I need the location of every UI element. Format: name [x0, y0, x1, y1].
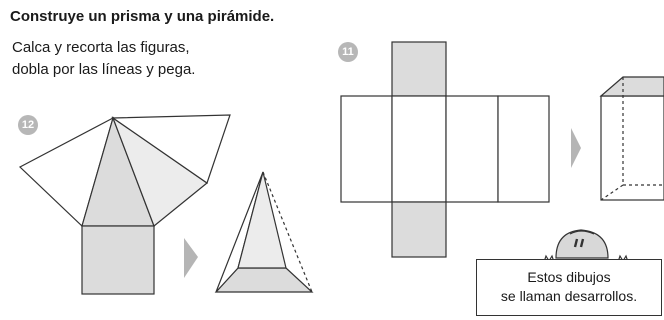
page-title: Construye un prisma y una pirámide. [10, 8, 275, 25]
prism-net-top-face [391, 41, 447, 97]
prism-net-side-2 [391, 95, 447, 203]
pyramid-solid-front-face [237, 171, 287, 269]
prism-solid-hidden-edge [600, 184, 624, 201]
character-hair [569, 230, 595, 235]
pyramid-net-base [81, 225, 155, 295]
pyramid-net [18, 114, 231, 295]
instructions-line-1: Calca y recorta las figuras, [12, 39, 190, 56]
prism-net-side-1 [340, 95, 393, 203]
instructions-line-2: dobla por las líneas y pega. [12, 61, 196, 78]
pyramid-net-top-face [111, 114, 231, 184]
pyramid-solid-hidden-edge [262, 171, 313, 293]
prism-solid-top-face [599, 76, 664, 97]
speech-bubble: Estos dibujos se llaman desarrollos. [476, 259, 662, 316]
prism-net [340, 41, 550, 258]
prism-net-side-4 [497, 95, 550, 203]
character-eye [579, 238, 585, 248]
character-illustration [543, 229, 629, 263]
speech-bubble-line-2: se llaman desarrollos. [500, 288, 638, 304]
pyramid-solid [214, 171, 314, 293]
character-eye [573, 238, 579, 248]
speech-bubble-line-1: Estos dibujos [527, 269, 611, 285]
instructions-text: Calca y recorta las figuras, dobla por l… [12, 37, 195, 81]
prism-net-side-3 [445, 95, 499, 203]
figure-number-badge: 12 [18, 115, 38, 135]
arrow-right-icon [571, 128, 581, 168]
figure-number-badge: 11 [338, 42, 358, 62]
prism-solid [599, 76, 664, 201]
arrow-right-icon [184, 238, 198, 278]
prism-net-bottom-face [391, 201, 447, 258]
